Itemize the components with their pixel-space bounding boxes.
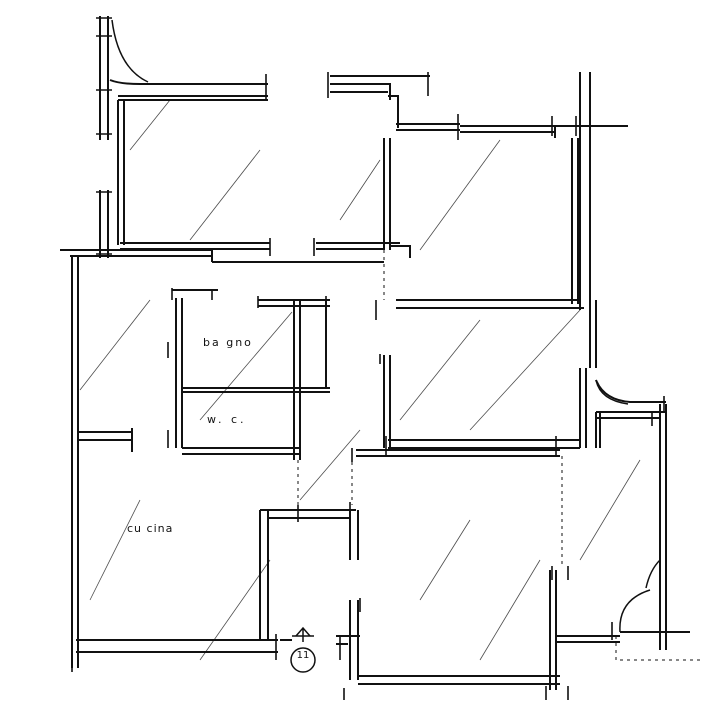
walls bbox=[60, 16, 690, 690]
room-label-bagno: ba gno bbox=[203, 336, 253, 349]
hatch-lines bbox=[79, 99, 641, 661]
dashed-lines bbox=[297, 250, 700, 661]
room-label-cucina: cu cina bbox=[127, 522, 174, 535]
wall-ticks bbox=[71, 17, 665, 700]
entrance-number-label: 11 bbox=[296, 650, 310, 661]
room-label-wc: w. c. bbox=[207, 413, 247, 426]
door-arcs bbox=[111, 19, 661, 633]
entrance-arrow bbox=[290, 626, 316, 673]
